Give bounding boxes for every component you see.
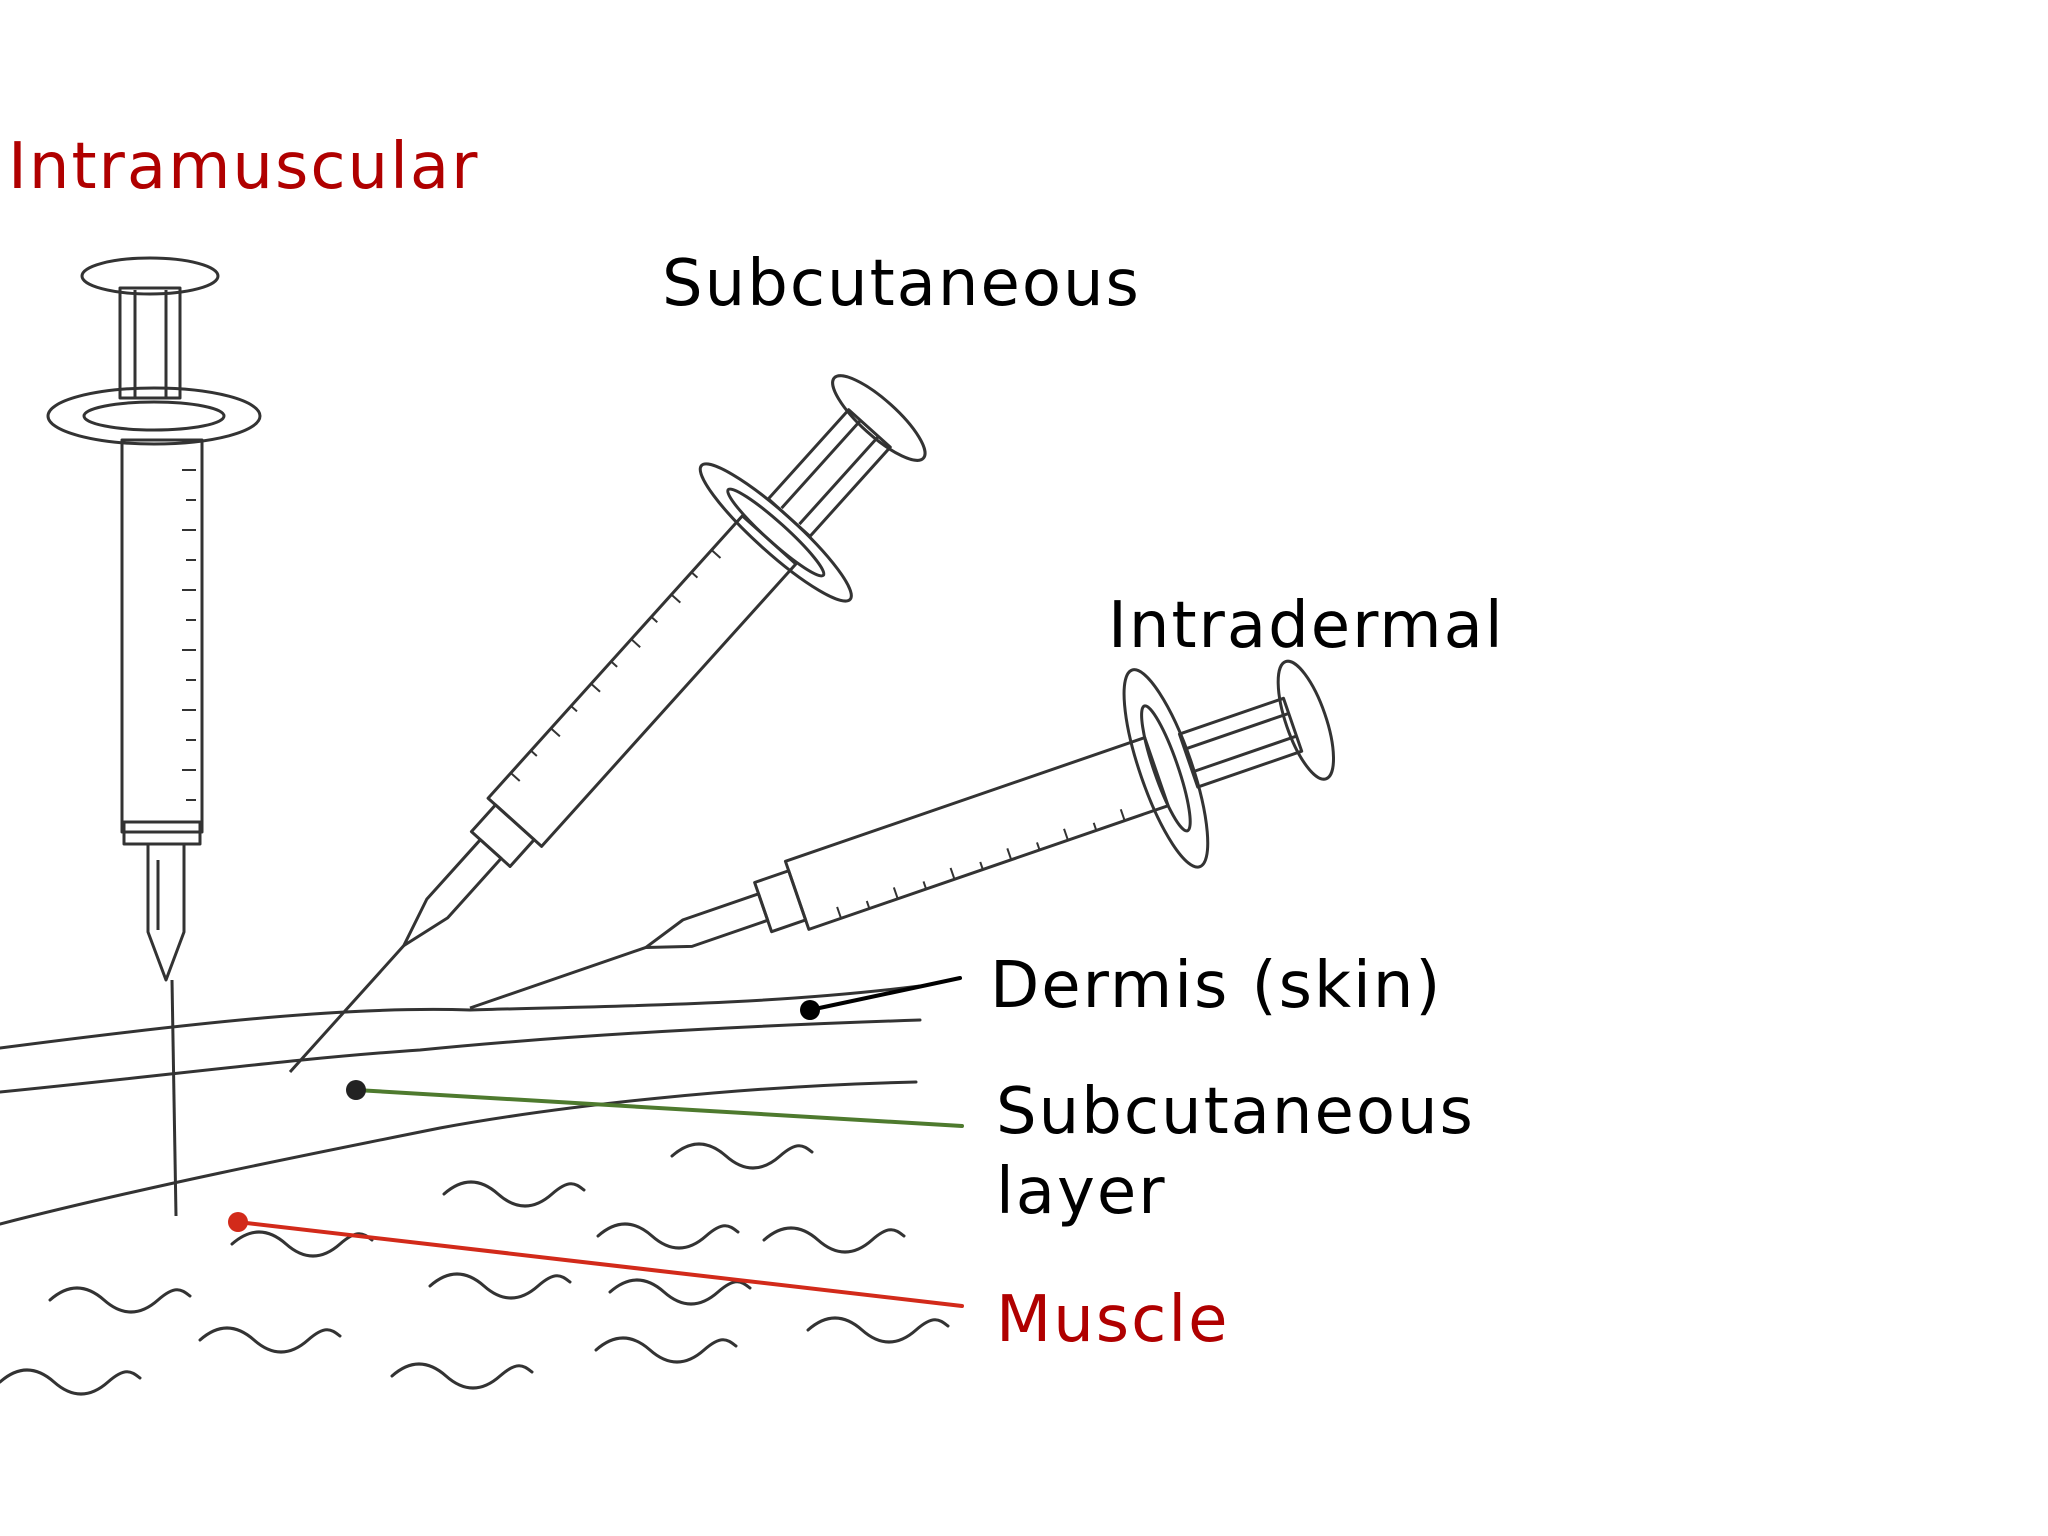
muscle-wave [0,1370,140,1394]
syringe-barrel [122,440,202,832]
muscle-wave [200,1328,340,1352]
subcutaneous-bottom-line [0,1082,916,1224]
muscle-fibers [0,1144,948,1394]
plunger-rod [120,288,180,398]
subcutaneous-layer-label: Subcutaneous layer [996,1072,1475,1232]
muscle-wave [50,1288,190,1312]
needle-hub [148,844,184,980]
needle-hub [641,894,767,961]
needle-hub [393,840,501,955]
dermis-pointer-dot [800,1000,820,1020]
intradermal-label: Intradermal [1108,594,1505,658]
muscle-label: Muscle [996,1288,1229,1352]
muscle-wave [596,1338,736,1362]
subcutaneous-layer-label-line2: layer [996,1152,1475,1232]
muscle-wave [610,1280,750,1304]
subcutaneous-syringe [216,338,966,1139]
syringe-barrel [785,738,1168,930]
barrel-graduations [182,470,196,800]
finger-flange [48,388,260,444]
subcutaneous-pointer-line [356,1090,962,1126]
subcutaneous-label: Subcutaneous [662,252,1141,316]
plunger-rod [768,410,890,537]
syringe-barrel [488,516,796,847]
pointer-lines [228,978,962,1306]
muscle-wave [430,1274,570,1298]
intramuscular-label: Intramuscular [8,135,479,199]
subcutaneous-layer-label-line1: Subcutaneous [996,1072,1475,1152]
needle [172,980,176,1216]
finger-flange-inner [84,402,224,430]
muscle-wave [598,1224,738,1248]
dermis-top-line [0,986,920,1048]
plunger-thumb-rest [1267,655,1345,785]
muscle-wave [672,1144,812,1168]
muscle-wave [764,1228,904,1252]
muscle-pointer-dot [228,1212,248,1232]
muscle-wave [808,1318,948,1342]
barrel-graduations [511,550,721,781]
dermis-label: Dermis (skin) [990,954,1442,1018]
intramuscular-syringe [48,258,260,1216]
intradermal-syringe [436,615,1358,1106]
finger-flange [688,451,863,615]
barrel-collar [471,805,534,867]
barrel-graduations [837,809,1125,918]
needle [470,947,646,1008]
tissue-layers [0,986,920,1224]
muscle-wave [392,1364,532,1388]
muscle-wave [444,1182,584,1206]
subcutaneous-pointer-dot [346,1080,366,1100]
